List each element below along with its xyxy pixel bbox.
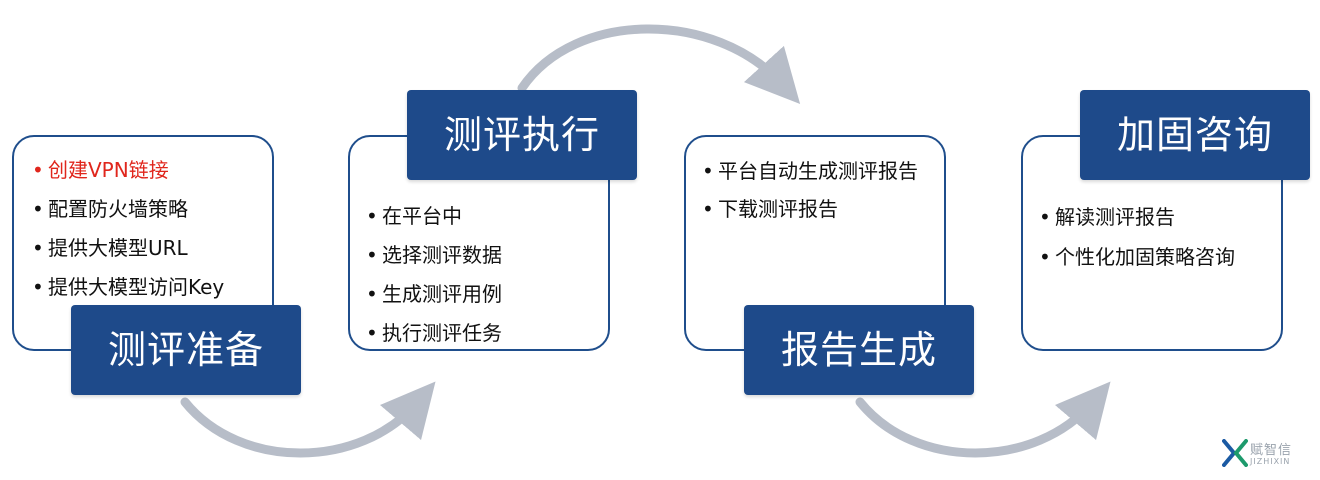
stage-2-item-3: 生成测评用例	[366, 281, 606, 307]
stage-3-item-1: 平台自动生成测评报告	[702, 158, 918, 184]
stage-1-item-4: 提供大模型访问Key	[32, 274, 272, 300]
stage-3-title: 报告生成	[744, 305, 974, 395]
stage-4-title: 加固咨询	[1080, 90, 1310, 180]
stage-1-list: 创建VPN链接 配置防火墙策略 提供大模型URL 提供大模型访问Key	[32, 157, 272, 313]
stage-1-item-1: 创建VPN链接	[32, 157, 272, 183]
stage-2-item-4: 执行测评任务	[366, 320, 606, 346]
stage-3-item-2: 下载测评报告	[702, 196, 918, 222]
jizhixin-x-logo-icon	[1222, 439, 1248, 467]
stage-4-list: 解读测评报告 个性化加固策略咨询	[1039, 204, 1279, 284]
stage-1-item-2: 配置防火墙策略	[32, 196, 272, 222]
stage-2-item-1: 在平台中	[366, 203, 606, 229]
stage-3-list: 平台自动生成测评报告 下载测评报告	[702, 158, 918, 234]
brand-logo: 赋智信 JIZHIXIN	[1222, 437, 1312, 471]
arrow-stage2-to-stage3	[517, 24, 801, 104]
arrow-stage1-to-stage2	[180, 381, 436, 458]
stage-1-item-3: 提供大模型URL	[32, 235, 272, 261]
arrow-stage3-to-stage4	[855, 381, 1111, 458]
stage-2-title: 测评执行	[407, 90, 637, 180]
stage-4-item-1: 解读测评报告	[1039, 204, 1279, 230]
stage-1-title: 测评准备	[71, 305, 301, 395]
stage-2-list: 在平台中 选择测评数据 生成测评用例 执行测评任务	[366, 203, 606, 359]
stage-2-item-2: 选择测评数据	[366, 242, 606, 268]
logo-name-en: JIZHIXIN	[1250, 457, 1291, 466]
stage-4-item-2: 个性化加固策略咨询	[1039, 244, 1279, 270]
logo-name-cn: 赋智信	[1250, 443, 1293, 458]
